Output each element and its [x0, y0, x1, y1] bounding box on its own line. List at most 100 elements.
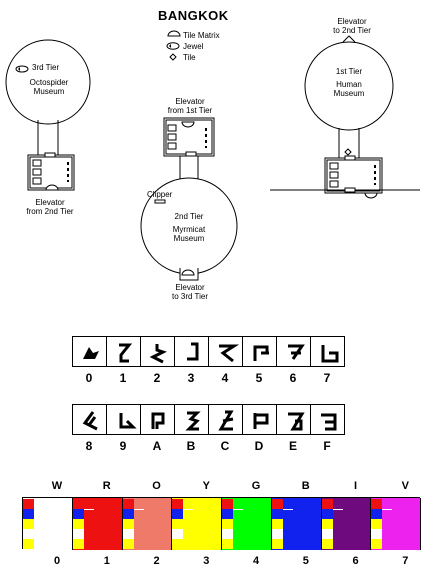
- color-stripe: [172, 509, 184, 519]
- color-notch: [183, 509, 194, 520]
- color-stripe: [122, 499, 134, 509]
- color-stripe: [122, 519, 134, 529]
- map-drawing: [5, 30, 420, 281]
- color-stripe: [222, 529, 233, 539]
- color-stripe: [23, 519, 34, 529]
- legend-tile: Tile: [183, 53, 196, 62]
- tier1-matrices: [329, 35, 378, 199]
- tier2-name-2: Museum: [173, 234, 205, 243]
- glyph-digit-4: 4: [221, 371, 229, 385]
- glyph-cell-7: [310, 336, 345, 367]
- color-stripe: [371, 519, 383, 529]
- color-notch: [382, 509, 393, 520]
- glyph-digit-D: D: [254, 439, 264, 453]
- glyph-6-icon: [288, 344, 305, 360]
- tier2-museum: [140, 117, 238, 281]
- color-letter-I: I: [353, 480, 358, 492]
- glyph-f-icon: [321, 413, 337, 431]
- glyph-7-icon: [321, 345, 339, 363]
- color-digit-3: 3: [203, 555, 210, 567]
- tier2-clipper-label: Clipper: [147, 190, 173, 199]
- glyph-digit-2: 2: [153, 371, 161, 385]
- color-stripe: [23, 539, 34, 549]
- tier3-name-1: Octospider: [29, 78, 69, 87]
- color-notch: [133, 509, 144, 520]
- tile-matrix-icon: [167, 30, 181, 37]
- glyph-2-icon: [149, 344, 167, 364]
- color-stripe: [72, 529, 84, 539]
- color-letter-V: V: [401, 480, 409, 492]
- color-stripe: [172, 539, 184, 549]
- color-stripe: [222, 509, 233, 519]
- glyph-cell-2: [140, 336, 175, 367]
- color-cell-V: [371, 498, 421, 550]
- glyph-cell-0: [72, 336, 107, 367]
- glyph-0-icon: [83, 347, 99, 359]
- color-stripe: [321, 519, 333, 529]
- glyph-4-icon: [219, 344, 240, 363]
- color-stripe: [271, 499, 283, 509]
- color-letter-R: R: [102, 480, 111, 492]
- tier3-elevator-2: from 2nd Tier: [26, 207, 74, 216]
- color-stripe: [222, 519, 233, 529]
- tier1-title: 1st Tier: [335, 67, 363, 76]
- color-notch: [34, 509, 44, 520]
- color-stripe: [122, 539, 134, 549]
- color-notch: [233, 509, 243, 520]
- glyph-cell-4: [208, 336, 243, 367]
- tier2-matrices: [154, 121, 207, 276]
- tier2-elevator-bottom-1: Elevator: [175, 283, 205, 292]
- tier3-jewel-icon: [15, 65, 29, 73]
- color-digit-5: 5: [302, 555, 309, 567]
- color-cell-O: [122, 498, 173, 550]
- color-stripe: [72, 519, 84, 529]
- color-cell-B: [271, 498, 322, 550]
- glyph-digit-3: 3: [187, 371, 195, 385]
- glyph-digit-E: E: [288, 439, 297, 453]
- color-stripe: [23, 499, 34, 509]
- tier1-elevator-1: Elevator: [337, 17, 367, 26]
- tier1-museum: [304, 41, 394, 194]
- color-letter-B: B: [301, 480, 310, 492]
- color-notch: [332, 509, 343, 520]
- glyph-cell-8: [72, 404, 107, 435]
- glyph-digit-F: F: [323, 439, 331, 453]
- color-cell-I: [321, 498, 372, 550]
- color-digit-6: 6: [352, 555, 359, 567]
- glyph-cell-C: [208, 404, 243, 435]
- glyph-1-icon: [119, 343, 133, 363]
- color-stripe: [172, 519, 184, 529]
- tier2-title: 2nd Tier: [174, 212, 204, 221]
- glyph-cell-A: [140, 404, 175, 435]
- color-stripe: [271, 519, 283, 529]
- map-title: BANGKOK: [158, 8, 229, 23]
- tier3-matrices: [32, 152, 69, 191]
- color-stripe: [321, 539, 333, 549]
- tier3-museum: [5, 39, 91, 191]
- color-cell-R: [72, 498, 123, 550]
- glyph-cell-F: [310, 404, 345, 435]
- color-digit-0: 0: [53, 555, 61, 567]
- glyph-cell-E: [276, 404, 311, 435]
- glyph-cell-6: [276, 336, 311, 367]
- color-stripe: [72, 509, 84, 519]
- color-stripe: [371, 499, 383, 509]
- color-stripe: [72, 539, 84, 549]
- glyph-digit-6: 6: [289, 371, 297, 385]
- glyph-cell-9: [106, 404, 141, 435]
- color-notch: [83, 509, 94, 520]
- glyph-cell-1: [106, 336, 141, 367]
- color-digit-1: 1: [103, 555, 110, 567]
- glyph-digit-A: A: [152, 439, 162, 453]
- tier3-elevator-1: Elevator: [35, 198, 65, 207]
- color-cell-G: [222, 498, 272, 550]
- tier1-elevator-2: to 2nd Tier: [333, 26, 371, 35]
- color-stripe: [23, 509, 34, 519]
- tier2-elevator-top-1: Elevator: [175, 97, 205, 106]
- glyph-a-icon: [151, 412, 165, 429]
- glyph-8-icon: [82, 411, 98, 431]
- glyph-digit-8: 8: [85, 439, 93, 453]
- glyph-digit-5: 5: [255, 371, 263, 385]
- tier2-name-1: Myrmicat: [172, 225, 206, 234]
- jewel-icon: [166, 42, 180, 50]
